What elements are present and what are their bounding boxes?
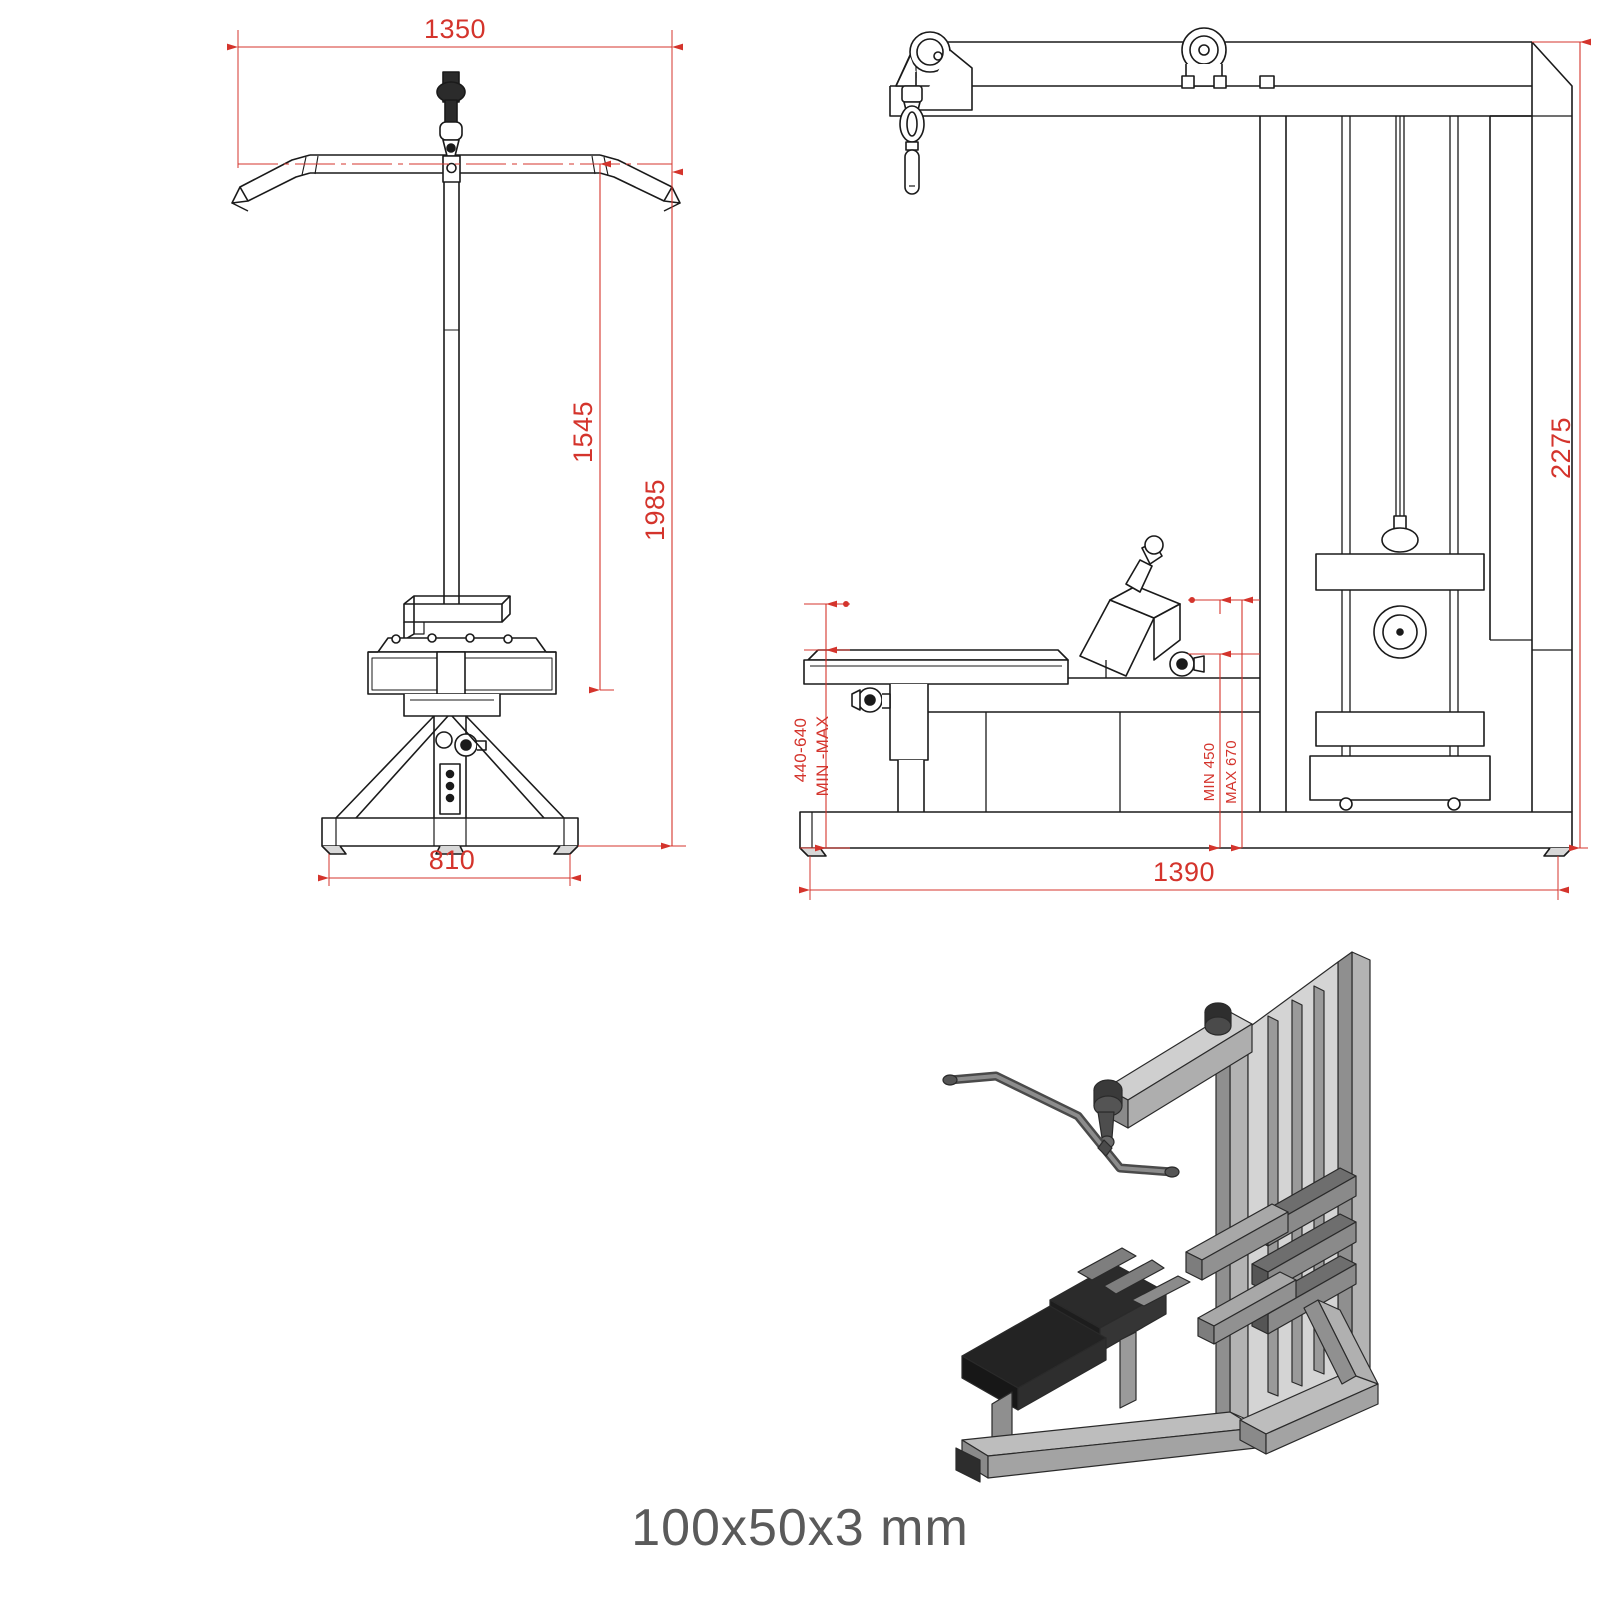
bar-swivel-connector [436, 71, 466, 183]
upper-shelf-bracket [403, 595, 511, 641]
side-dimensions: 2275 1390 440-640 [791, 38, 1591, 900]
dim-pad-height-range: MIN 450 MAX 670 [1188, 596, 1260, 852]
base-foot-bar [321, 817, 579, 855]
front-pulley-assembly [895, 31, 973, 195]
side-elevation-view: 2275 1390 440-640 [790, 0, 1600, 900]
dim-label-bar-height: 1545 [568, 401, 598, 463]
dim-label-base-width: 810 [429, 845, 476, 875]
height-adjustment-post [433, 716, 487, 818]
dim-label-pad-max: MAX 670 [1223, 740, 1240, 804]
iso-machine [942, 951, 1379, 1483]
seat-pad [803, 649, 1069, 821]
dim-label-side-total-height: 2275 [1546, 417, 1576, 479]
dim-label-seat-range-minmax: MIN -MAX [813, 716, 832, 797]
dim-label-side-total-depth: 1390 [1153, 857, 1215, 887]
dim-base-width: 810 [318, 845, 581, 886]
thigh-pad-assembly [367, 633, 557, 717]
iso-lat-bar [942, 1071, 1180, 1178]
dim-total-height: 1985 [578, 168, 686, 850]
iso-rear-pulley [1204, 1002, 1232, 1036]
front-machine-outline [231, 71, 681, 855]
dim-label-bar-width: 1350 [424, 14, 486, 44]
side-machine-outline [799, 27, 1573, 857]
front-elevation-view: 1350 1545 1985 [0, 0, 800, 900]
profile-caption: 100x50x3 mm [631, 1499, 969, 1557]
dim-side-total-depth: 1390 [799, 856, 1569, 900]
iso-base-rails [955, 1299, 1379, 1483]
front-dimensions: 1350 1545 1985 [227, 14, 686, 886]
iso-front-pulley [1093, 1079, 1123, 1149]
a-frame-legs [335, 715, 565, 819]
iso-cross-rails [1185, 1203, 1297, 1345]
isometric-3d-view [900, 900, 1460, 1500]
dim-label-seat-range: 440-640 [791, 718, 810, 783]
dim-side-total-height: 2275 [1532, 38, 1591, 852]
dim-label-pad-min: MIN 450 [1201, 743, 1218, 802]
dim-bar-height: 1545 [568, 160, 614, 694]
front-center-column [443, 182, 460, 610]
weight-stack [1309, 116, 1491, 811]
dim-seat-height-range: 440-640 MIN -MAX [791, 600, 850, 852]
thigh-pad-side [1079, 535, 1205, 678]
rear-pulley-assembly [1181, 27, 1275, 89]
base-rail [799, 811, 1573, 857]
front-tower-column [1259, 116, 1287, 812]
dim-bar-width: 1350 [227, 14, 683, 172]
weight-stack-guide-rods [1341, 116, 1459, 756]
dim-label-total-height: 1985 [640, 479, 670, 541]
